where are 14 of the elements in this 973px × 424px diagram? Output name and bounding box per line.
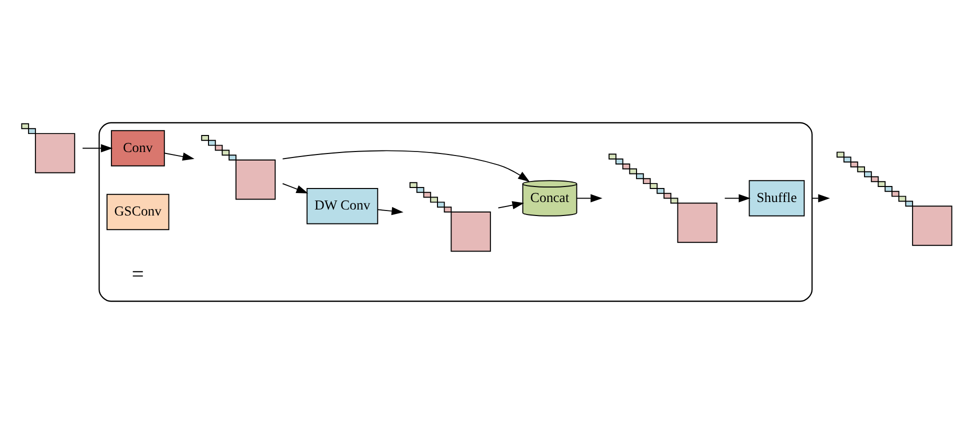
arrow — [82, 144, 113, 152]
arrow — [282, 150, 530, 182]
node-box: Shuffle — [748, 180, 805, 216]
node-box: DW Conv — [306, 188, 378, 224]
arrow — [812, 194, 830, 202]
node-box: Conv — [110, 130, 165, 166]
arrow — [164, 152, 194, 161]
node-box: GSConv — [106, 194, 170, 230]
arrow — [724, 194, 751, 202]
arrow — [282, 183, 308, 194]
arrow — [576, 194, 602, 202]
arrow — [377, 206, 404, 216]
arrow — [498, 201, 524, 210]
label: = — [132, 262, 144, 286]
